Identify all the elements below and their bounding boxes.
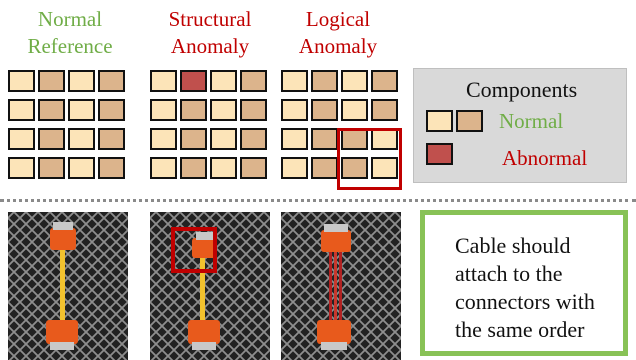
component-light-cell [8, 128, 35, 150]
component-light-cell [281, 99, 308, 121]
logical-cable-photo [281, 212, 401, 360]
component-light-cell [210, 70, 237, 92]
component-dark-cell [98, 70, 125, 92]
legend-abnormal-swatch [426, 143, 453, 165]
component-dark-cell [371, 99, 398, 121]
component-light-cell [371, 157, 398, 179]
component-dark-cell [98, 157, 125, 179]
component-light-cell [281, 157, 308, 179]
component-light-cell [68, 99, 95, 121]
logical-anomaly-highlight [337, 128, 402, 190]
component-dark-cell [240, 99, 267, 121]
component-abnormal-cell [180, 70, 207, 92]
component-light-cell [281, 70, 308, 92]
structural-anomaly-title-line2: Anomaly [170, 34, 250, 58]
component-light-cell [210, 99, 237, 121]
structural-anomaly-title: Structural Anomaly [145, 6, 275, 60]
note-box: Cable should attach to the connectors wi… [420, 210, 628, 356]
logical-anomaly-title-line2: Anomaly [298, 34, 378, 58]
component-dark-cell [311, 70, 338, 92]
normal-reference-title-line2: Reference [27, 34, 113, 58]
component-dark-cell [38, 128, 65, 150]
component-dark-cell [240, 128, 267, 150]
note-line-4: the same order [455, 317, 585, 342]
normal-reference-title: Normal Reference [5, 6, 135, 60]
legend-abnormal-label: Abnormal [502, 146, 588, 170]
note-line-3: connectors with [455, 289, 595, 314]
note-text: Cable should attach to the connectors wi… [455, 232, 595, 344]
normal-reference-title-line1: Normal [37, 7, 103, 31]
component-dark-cell [38, 157, 65, 179]
component-dark-cell [180, 99, 207, 121]
component-light-cell [68, 70, 95, 92]
component-light-cell [8, 99, 35, 121]
component-dark-cell [341, 157, 368, 179]
component-light-cell [210, 128, 237, 150]
component-light-cell [150, 99, 177, 121]
logical-anomaly-title: Logical Anomaly [273, 6, 403, 60]
component-light-cell [341, 70, 368, 92]
section-divider [0, 199, 636, 202]
note-line-2: attach to the [455, 261, 563, 286]
component-light-cell [281, 128, 308, 150]
normal-cable-photo [8, 212, 128, 360]
component-dark-cell [180, 128, 207, 150]
component-light-cell [68, 128, 95, 150]
note-line-1: Cable should [455, 233, 571, 258]
components-legend: Components Normal Abnormal [413, 68, 627, 183]
component-light-cell [68, 157, 95, 179]
component-dark-cell [311, 157, 338, 179]
component-dark-cell [240, 157, 267, 179]
component-dark-cell [98, 99, 125, 121]
component-light-cell [8, 157, 35, 179]
component-light-cell [210, 157, 237, 179]
component-dark-cell [38, 99, 65, 121]
component-dark-cell [311, 99, 338, 121]
legend-normal-label: Normal [499, 109, 564, 133]
component-dark-cell [180, 157, 207, 179]
structural-anomaly-title-line1: Structural [168, 7, 252, 31]
component-light-cell [8, 70, 35, 92]
legend-normal-swatch-light [426, 110, 453, 132]
component-dark-cell [311, 128, 338, 150]
component-light-cell [150, 70, 177, 92]
component-dark-cell [240, 70, 267, 92]
legend-title: Components [466, 77, 578, 102]
component-dark-cell [98, 128, 125, 150]
structural-cable-photo [150, 212, 270, 360]
component-light-cell [341, 99, 368, 121]
component-light-cell [150, 128, 177, 150]
component-light-cell [150, 157, 177, 179]
component-dark-cell [371, 70, 398, 92]
legend-normal-swatch-dark [456, 110, 483, 132]
component-dark-cell [38, 70, 65, 92]
logical-anomaly-title-line1: Logical [305, 7, 371, 31]
